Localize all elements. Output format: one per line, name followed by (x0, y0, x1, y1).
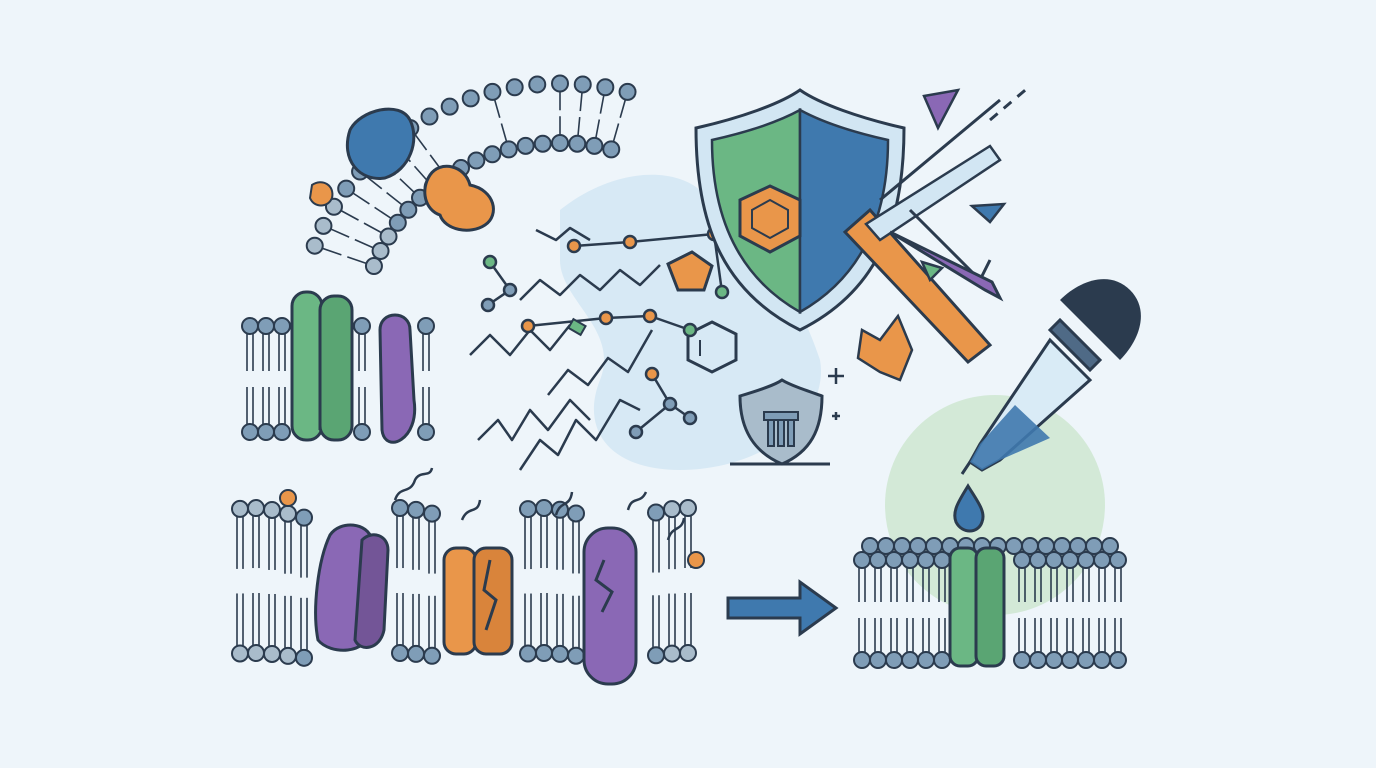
droplet-icon (953, 483, 985, 533)
damaged-membrane (231, 489, 705, 667)
sparkle-icon (828, 368, 844, 420)
purple-protein (378, 313, 417, 444)
damaged-orange-channel (442, 546, 514, 656)
damage-squiggles (393, 467, 686, 541)
shard-icons (856, 88, 1007, 382)
fatty-acid-chains (469, 226, 661, 471)
dropper-icon (960, 279, 1141, 475)
green-channel-protein (290, 290, 354, 442)
arrow-icon (842, 84, 1031, 365)
pillar-shield-icon (730, 378, 830, 466)
benzene-ring-icon (738, 184, 802, 254)
intact-membrane (241, 317, 435, 441)
orange-protein (308, 164, 495, 232)
blue-protein (345, 107, 416, 180)
damaged-purple-protein-left (314, 523, 390, 652)
repaired-green-channel (948, 546, 1006, 668)
damaged-purple-protein-right (582, 526, 638, 686)
transition-arrow-icon (726, 579, 839, 637)
